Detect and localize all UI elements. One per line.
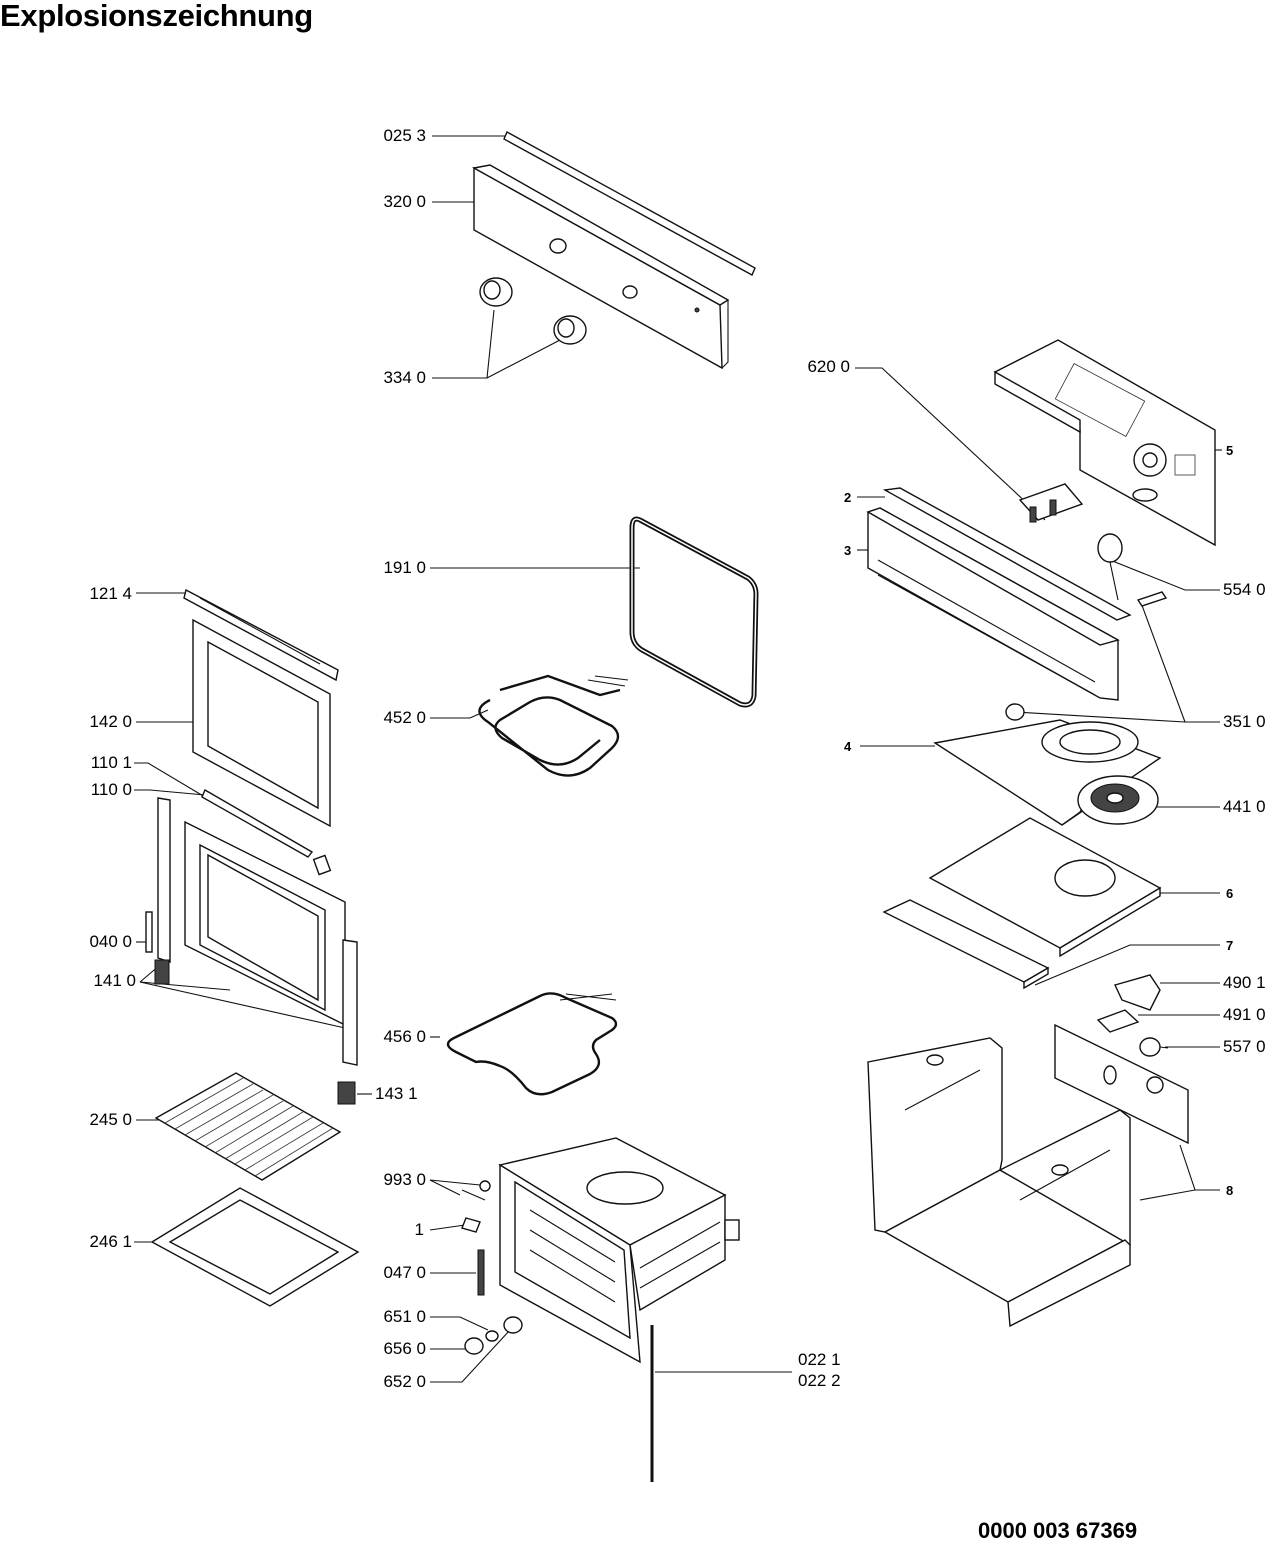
label-8: 8 (1226, 1183, 1234, 1198)
label-1: 1 (414, 1220, 424, 1239)
document-number: 0000 003 67369 (978, 1518, 1138, 1543)
baking-tray (150, 1187, 360, 1307)
door-top-trim (183, 588, 339, 682)
rear-electronics-housing (993, 339, 1216, 547)
label-652-0: 652 0 (383, 1372, 426, 1391)
label-110-0: 110 0 (90, 780, 132, 799)
label-320-0: 320 0 (383, 192, 426, 211)
outer-door-glass (192, 618, 331, 828)
label-141-0: 141 0 (93, 971, 136, 990)
fan-cover (933, 719, 1162, 826)
oven-cavity (498, 1137, 740, 1482)
door-hinge-left (145, 797, 171, 985)
label-047-0: 047 0 (383, 1263, 426, 1282)
leader-lines (134, 135, 1222, 1383)
label-246-1: 246 1 (89, 1232, 132, 1251)
control-panel (471, 164, 730, 370)
door-hinge-right (337, 939, 358, 1105)
outer-housing (867, 1023, 1189, 1328)
label-040-0: 040 0 (89, 932, 132, 951)
control-knobs (479, 277, 587, 345)
label-490-1: 490 1 (1223, 973, 1266, 992)
panel-frame (866, 487, 1168, 721)
wire-rack (154, 1072, 342, 1181)
oven-door-seal (629, 516, 759, 708)
label-557-0: 557 0 (1223, 1037, 1266, 1056)
label-025-3: 025 3 (383, 126, 426, 145)
label-022-2: 022 2 (798, 1371, 841, 1390)
label-143-1: 143 1 (375, 1084, 418, 1103)
label-4: 4 (844, 739, 852, 754)
small-fittings (461, 1180, 523, 1355)
label-656-0: 656 0 (383, 1339, 426, 1358)
electric-components (1096, 974, 1169, 1057)
rear-cover-plate (928, 817, 1162, 958)
label-441-0: 441 0 (1223, 797, 1266, 816)
label-651-0: 651 0 (383, 1307, 426, 1326)
control-panel-strip (503, 131, 756, 276)
label-3: 3 (844, 543, 852, 558)
page-title: Explosionszeichnung (0, 0, 313, 33)
label-993-0: 993 0 (383, 1170, 426, 1189)
label-620-0: 620 0 (807, 357, 850, 376)
label-452-0: 452 0 (383, 708, 426, 727)
label-191-0: 191 0 (383, 558, 426, 577)
label-022-1: 022 1 (798, 1350, 841, 1369)
label-142-0: 142 0 (89, 712, 132, 731)
label-2: 2 (844, 490, 852, 505)
inner-door-frame (184, 788, 346, 1027)
convection-fan (1077, 775, 1159, 825)
thermostat (1097, 533, 1123, 601)
label-121-4: 121 4 (89, 584, 132, 603)
label-245-0: 245 0 (89, 1110, 132, 1129)
label-351-0: 351 0 (1223, 712, 1266, 731)
label-491-0: 491 0 (1223, 1005, 1266, 1024)
label-6: 6 (1226, 886, 1234, 901)
label-554-0: 554 0 (1223, 580, 1266, 599)
label-334-0: 334 0 (383, 368, 426, 387)
bottom-shield (882, 899, 1050, 990)
top-heating-element (478, 674, 629, 777)
label-456-0: 456 0 (383, 1027, 426, 1046)
label-5: 5 (1226, 443, 1234, 458)
label-7: 7 (1226, 938, 1234, 953)
label-110-1: 110 1 (90, 753, 132, 772)
switch-block (1018, 483, 1084, 523)
lower-heating-element (446, 992, 618, 1096)
